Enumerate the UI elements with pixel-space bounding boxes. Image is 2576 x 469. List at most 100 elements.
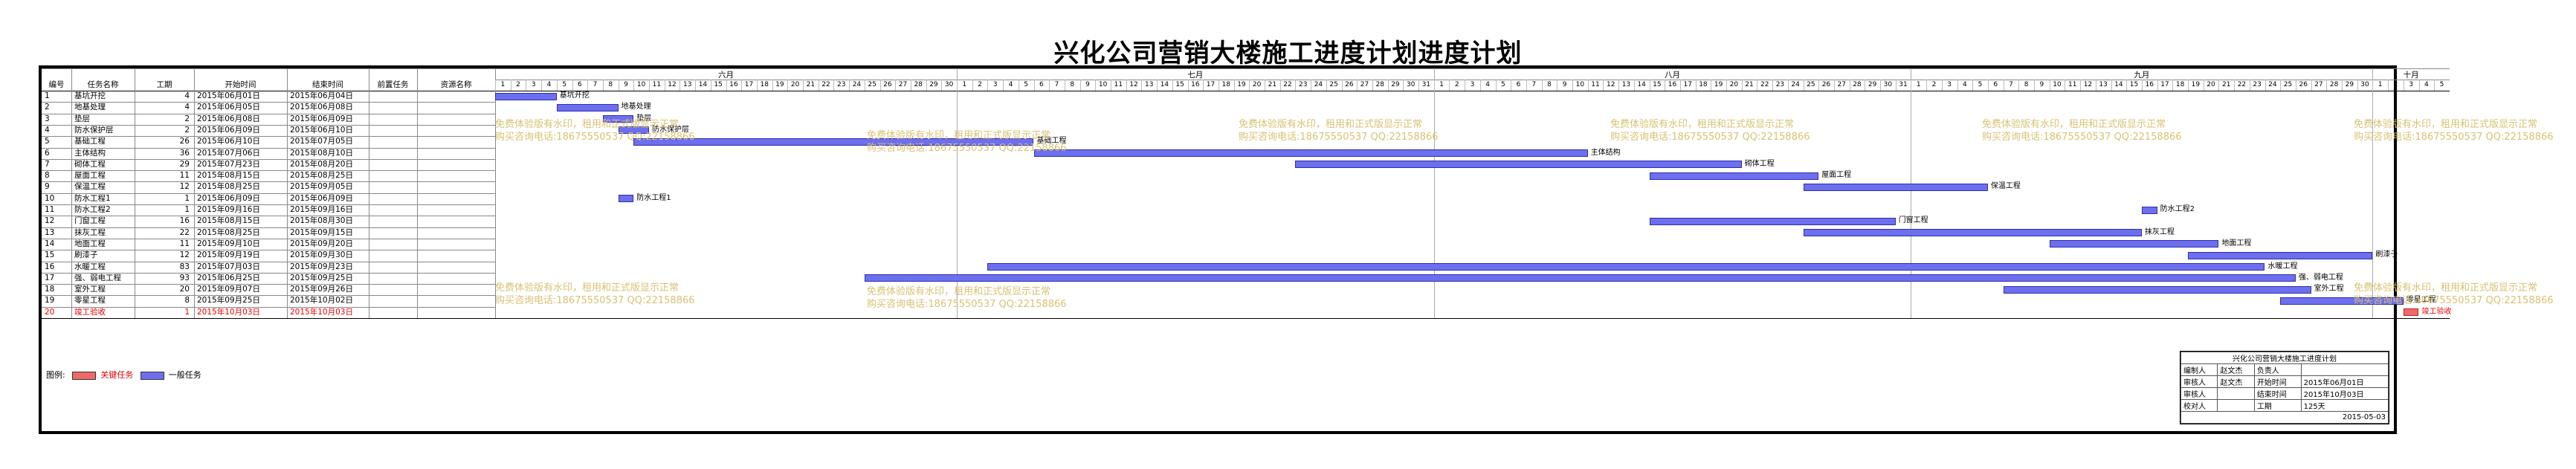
day-line xyxy=(2342,80,2343,91)
day-number: 26 xyxy=(1821,81,1831,88)
task-dur: 12 xyxy=(179,250,190,260)
task-bar-label: 抹灰工程 xyxy=(2144,227,2175,236)
column-line xyxy=(194,68,195,318)
day-number: 25 xyxy=(2283,81,2293,88)
day-line xyxy=(1233,80,1235,91)
task-start: 2015年07月06日 xyxy=(197,148,260,158)
task-end: 2015年09月20日 xyxy=(290,239,353,248)
task-end: 2015年10月03日 xyxy=(290,307,353,317)
task-bar xyxy=(556,103,619,111)
day-number: 24 xyxy=(852,81,862,88)
day-number: 5 xyxy=(1024,81,1028,88)
day-line xyxy=(1633,80,1635,91)
task-name: 防水工程1 xyxy=(74,193,111,203)
day-line xyxy=(1479,80,1481,91)
task-bar-label: 防水工程2 xyxy=(2160,205,2195,213)
day-number: 14 xyxy=(698,81,708,88)
day-line xyxy=(572,80,573,91)
day-line xyxy=(2372,80,2374,91)
task-dur: 4 xyxy=(184,103,190,112)
task-name: 门窗工程 xyxy=(74,216,106,226)
day-number: 10 xyxy=(2053,81,2062,88)
task-dur: 2 xyxy=(184,125,190,135)
day-line xyxy=(1772,80,1774,91)
header-top-line xyxy=(42,68,2450,69)
day-number: 9 xyxy=(624,81,628,88)
day-number: 1 xyxy=(2378,81,2383,88)
task-bar-label: 门窗工程 xyxy=(1898,216,1928,225)
day-number: 27 xyxy=(898,81,908,88)
day-number: 4 xyxy=(546,81,552,88)
task-bar xyxy=(618,195,634,203)
task-bar xyxy=(1649,172,1819,180)
task-dur: 1 xyxy=(184,205,190,214)
row-line xyxy=(42,295,495,297)
day-line xyxy=(741,80,743,91)
column-header: 任务名称 xyxy=(87,80,119,89)
day-line xyxy=(2357,80,2358,91)
task-bar-label: 零星工程 xyxy=(2406,296,2436,305)
days-label: 工期 xyxy=(2253,399,2302,412)
day-number: 25 xyxy=(868,81,877,88)
day-line xyxy=(2418,80,2420,91)
column-header: 工期 xyxy=(156,80,172,89)
day-line xyxy=(756,80,758,91)
task-end: 2015年07月05日 xyxy=(290,137,353,146)
day-number: 22 xyxy=(1283,81,1292,88)
day-line xyxy=(1372,80,1373,91)
day-line xyxy=(957,80,958,91)
approver-label: 审核人 xyxy=(2180,387,2218,400)
row-line xyxy=(42,193,495,194)
task-bar-label: 垫层 xyxy=(636,114,652,123)
day-number: 10 xyxy=(1575,81,1585,88)
day-number: 5 xyxy=(1500,81,1505,88)
task-id: 13 xyxy=(45,227,55,237)
day-line xyxy=(1403,80,1404,91)
task-name: 地基处理 xyxy=(74,103,106,112)
day-line xyxy=(1895,80,1897,91)
day-line xyxy=(1495,80,1497,91)
day-number: 16 xyxy=(2145,81,2154,88)
day-number: 3 xyxy=(992,81,998,88)
day-line xyxy=(2034,80,2035,91)
task-bar xyxy=(987,263,2265,271)
task-end: 2015年09月30日 xyxy=(290,250,353,260)
start-label: 开始时间 xyxy=(2253,375,2302,388)
approver-value xyxy=(2217,387,2255,400)
day-number: 23 xyxy=(2253,81,2262,88)
day-number: 18 xyxy=(760,81,769,88)
day-number: 3 xyxy=(1947,81,1952,88)
day-line xyxy=(1541,80,1543,91)
day-number: 22 xyxy=(1760,81,1769,88)
day-number: 5 xyxy=(2439,81,2444,88)
row-line xyxy=(42,170,495,172)
task-name: 水暖工程 xyxy=(74,262,106,271)
page-title: 兴化公司营销大楼施工进度计划进度计划 xyxy=(1053,39,1523,68)
day-number: 30 xyxy=(1883,81,1893,88)
task-end: 2015年09月16日 xyxy=(290,205,353,214)
task-dur: 22 xyxy=(179,227,190,237)
day-number: 2 xyxy=(516,81,520,88)
day-number: 6 xyxy=(1993,81,1998,88)
task-end: 2015年09月26日 xyxy=(290,285,353,294)
day-line xyxy=(803,80,804,91)
month-header: 十月 xyxy=(2403,71,2419,80)
task-end: 2015年06月10日 xyxy=(290,125,353,135)
day-number: 13 xyxy=(683,81,692,88)
task-end: 2015年08月20日 xyxy=(290,159,353,169)
legend-normal: 一般任务 xyxy=(168,370,201,380)
column-header: 资源名称 xyxy=(440,80,472,89)
task-end: 2015年06月08日 xyxy=(290,103,353,112)
day-number: 30 xyxy=(2360,81,2369,88)
day-line xyxy=(1679,80,1681,91)
task-start: 2015年07月03日 xyxy=(197,262,260,271)
task-bar-label: 主体结构 xyxy=(1590,148,1621,157)
task-name: 保温工程 xyxy=(74,182,106,192)
day-line xyxy=(726,80,727,91)
day-number: 21 xyxy=(1268,81,1277,88)
task-start: 2015年09月25日 xyxy=(197,296,260,305)
day-line xyxy=(1172,80,1173,91)
day-line xyxy=(2126,80,2128,91)
day-number: 26 xyxy=(1345,81,1354,88)
day-number: 17 xyxy=(2160,81,2169,88)
